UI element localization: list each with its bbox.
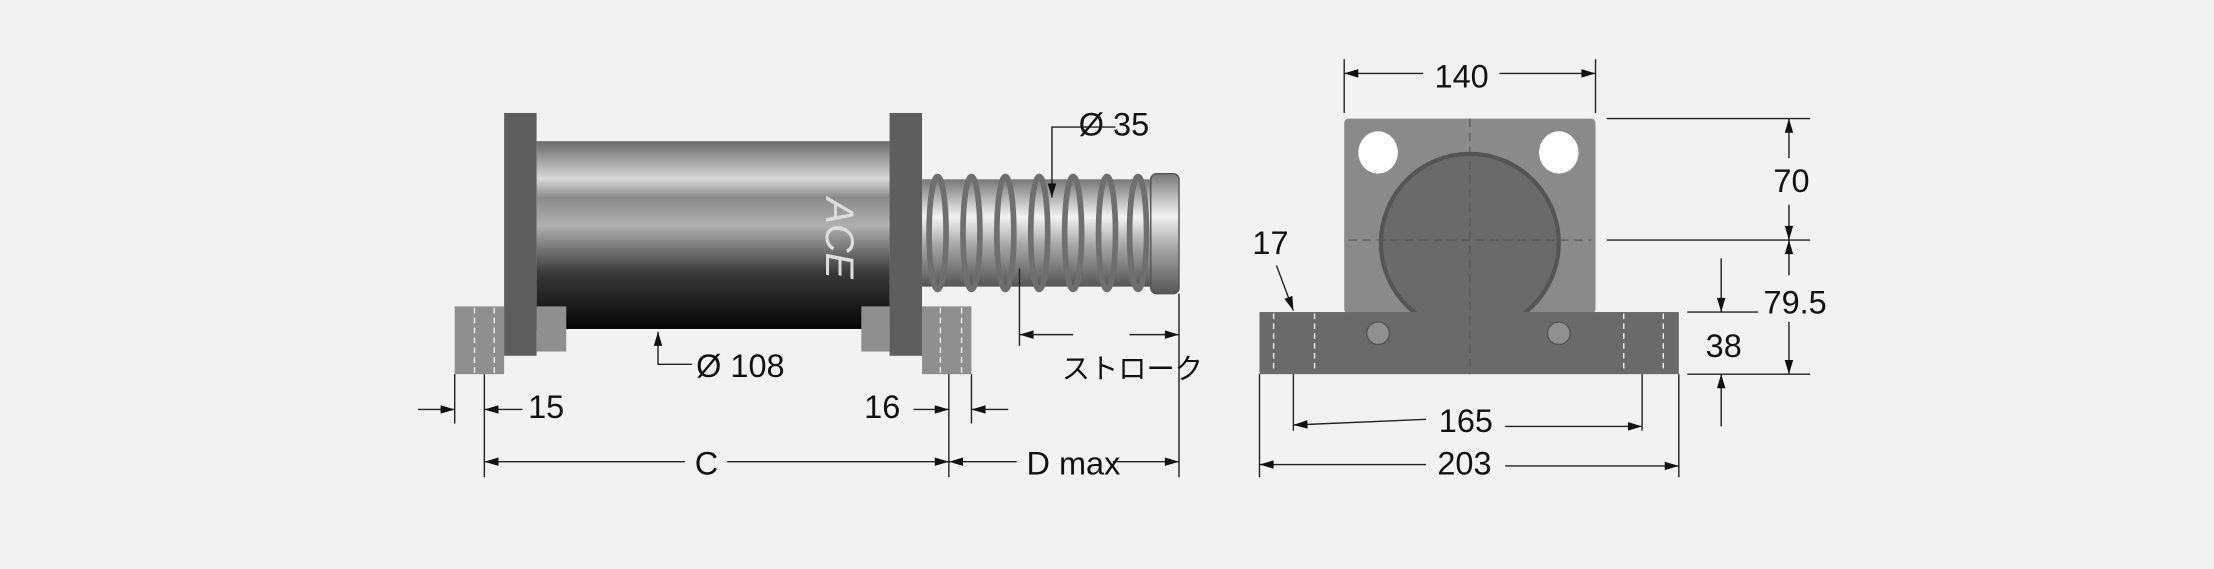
stroke-label: ストローク (1062, 352, 1203, 384)
base (1259, 312, 1679, 375)
front-view: 140 70 79.5 38 165 203 17 (1252, 59, 1826, 482)
ace-logo: ACE (817, 196, 861, 280)
right-foot (922, 306, 972, 375)
mount-hole (1358, 131, 1398, 174)
right-flange (889, 112, 923, 356)
rod-diameter-label: Ø 35 (1079, 107, 1149, 143)
rod-cap (1150, 172, 1180, 295)
upper-height-label: 70 (1773, 163, 1809, 199)
spring (926, 173, 1150, 293)
hole-diameter-label: 17 (1252, 225, 1288, 261)
bolt (1366, 321, 1391, 346)
left-flange (504, 112, 537, 356)
side-view: ACE Ø 35 Ø 108 ストローク 15 16 C D max (417, 107, 1203, 481)
base-height-label: 38 (1706, 328, 1742, 364)
right-foot-label: 16 (864, 389, 900, 425)
cylinder-body (536, 141, 890, 329)
left-foot (454, 306, 505, 375)
bolt (1546, 321, 1571, 346)
plate-width-label: 140 (1435, 59, 1489, 95)
mount-hole (1539, 131, 1579, 174)
length-d-label: D max (1027, 445, 1121, 481)
length-c-label: C (695, 445, 718, 481)
center-height-label: 79.5 (1764, 284, 1827, 320)
body-diameter-label: Ø 108 (696, 348, 784, 384)
base-width-label: 203 (1437, 445, 1491, 481)
hole-pitch-label: 165 (1439, 403, 1493, 439)
rod (922, 179, 1163, 287)
left-foot-label: 15 (528, 389, 564, 425)
